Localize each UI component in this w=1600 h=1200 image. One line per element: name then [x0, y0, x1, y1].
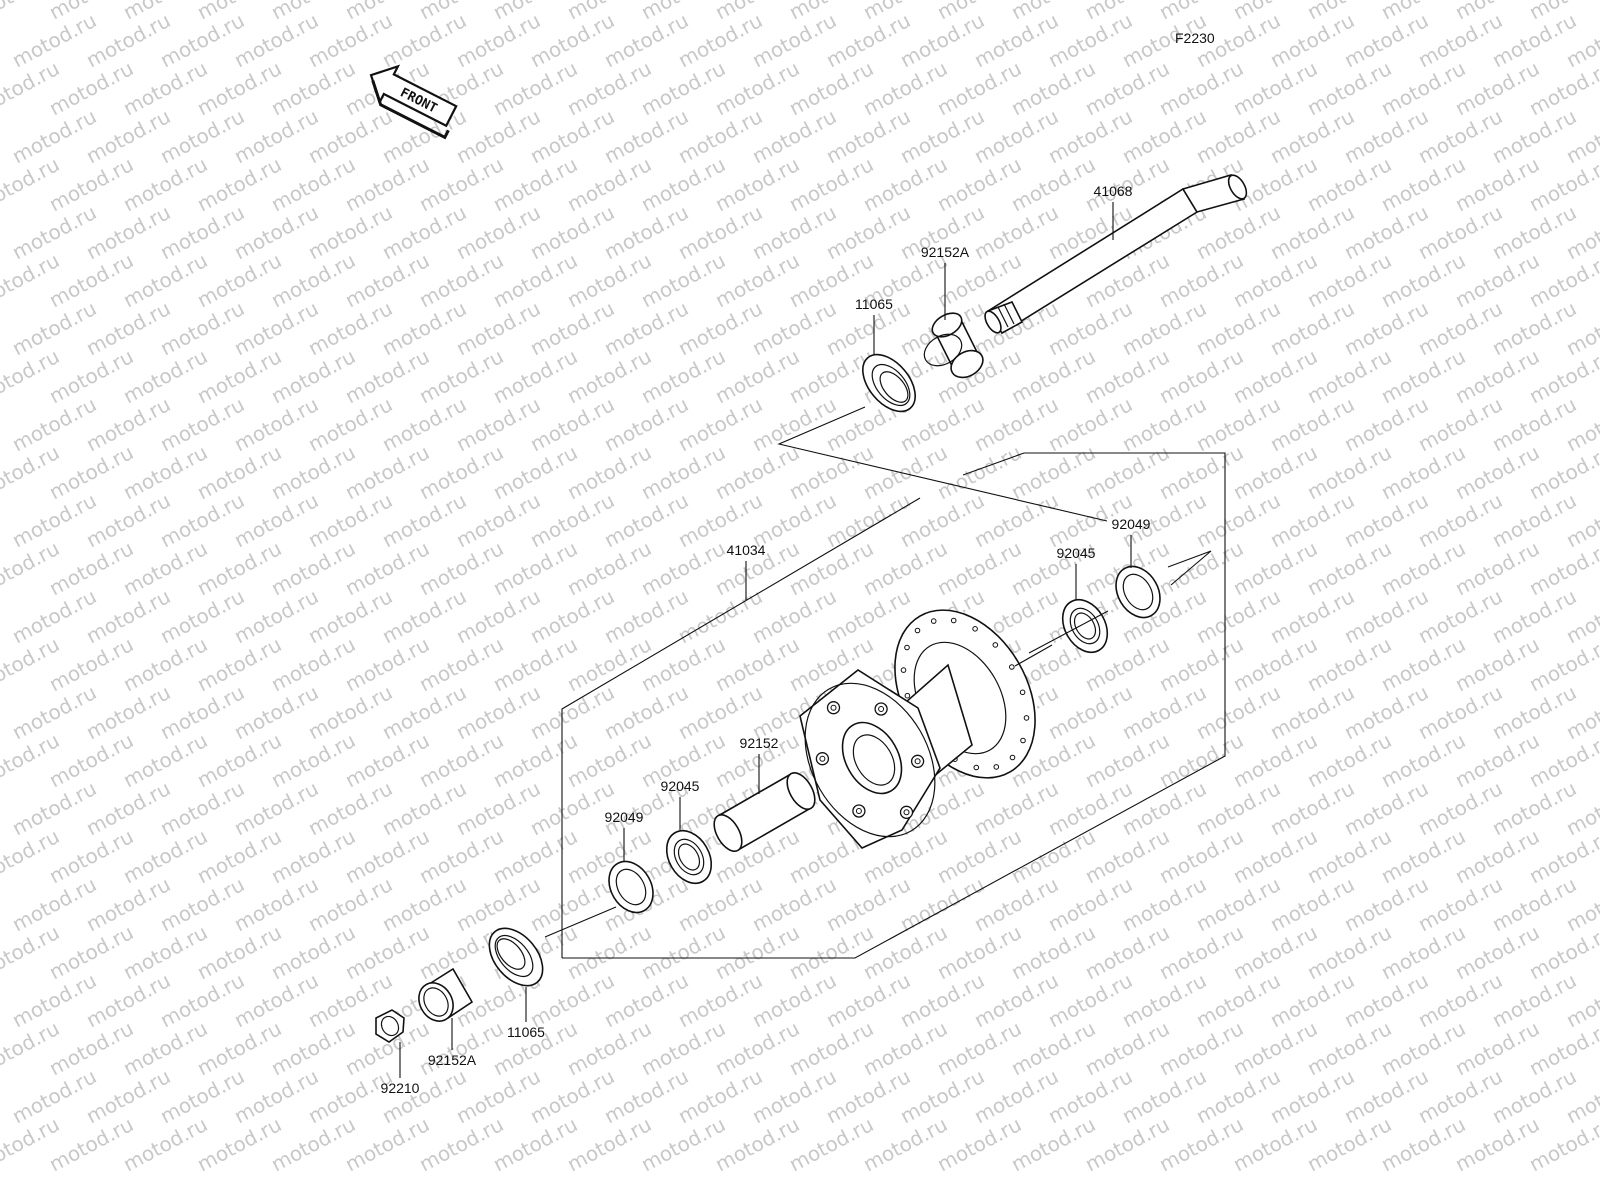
collar-top-part — [923, 312, 984, 379]
label-axle: 41068 — [1094, 183, 1133, 199]
seal-left-part — [608, 860, 654, 914]
flange-holes — [900, 617, 1030, 771]
cap-bottom-part — [488, 927, 544, 987]
disc-bolt-holes — [815, 701, 925, 819]
spacer-part — [713, 772, 816, 852]
label-collar-bottom: 92152A — [428, 1052, 477, 1068]
bearing-left-part — [665, 829, 713, 885]
front-arrow-icon: FRONT — [369, 64, 458, 140]
bearing-right-part — [1061, 598, 1109, 654]
label-bearing-right: 92045 — [1057, 545, 1096, 561]
collar-bottom-part — [418, 967, 474, 1022]
nut-part — [375, 1009, 405, 1043]
label-hub: 41034 — [727, 542, 766, 558]
cap-top-part — [862, 353, 916, 413]
label-nut: 92210 — [381, 1080, 420, 1096]
label-seal-left: 92049 — [605, 809, 644, 825]
label-cap-top: 11065 — [855, 296, 893, 312]
part-labels: 41068 92152A 11065 41034 92049 92045 921… — [381, 183, 1151, 1096]
seal-right-part — [1115, 565, 1161, 619]
label-bearing-left: 92045 — [661, 778, 700, 794]
label-spacer: 92152 — [740, 735, 779, 751]
label-collar-top: 92152A — [921, 244, 970, 260]
hub-part — [799, 609, 1036, 849]
diagram-code: F2230 — [1175, 30, 1215, 46]
label-seal-right: 92049 — [1112, 516, 1151, 532]
axle-part — [984, 174, 1248, 335]
label-cap-bottom: 11065 — [507, 1024, 545, 1040]
label-leaders — [399, 202, 1132, 1078]
assembly-outline — [544, 406, 1226, 959]
